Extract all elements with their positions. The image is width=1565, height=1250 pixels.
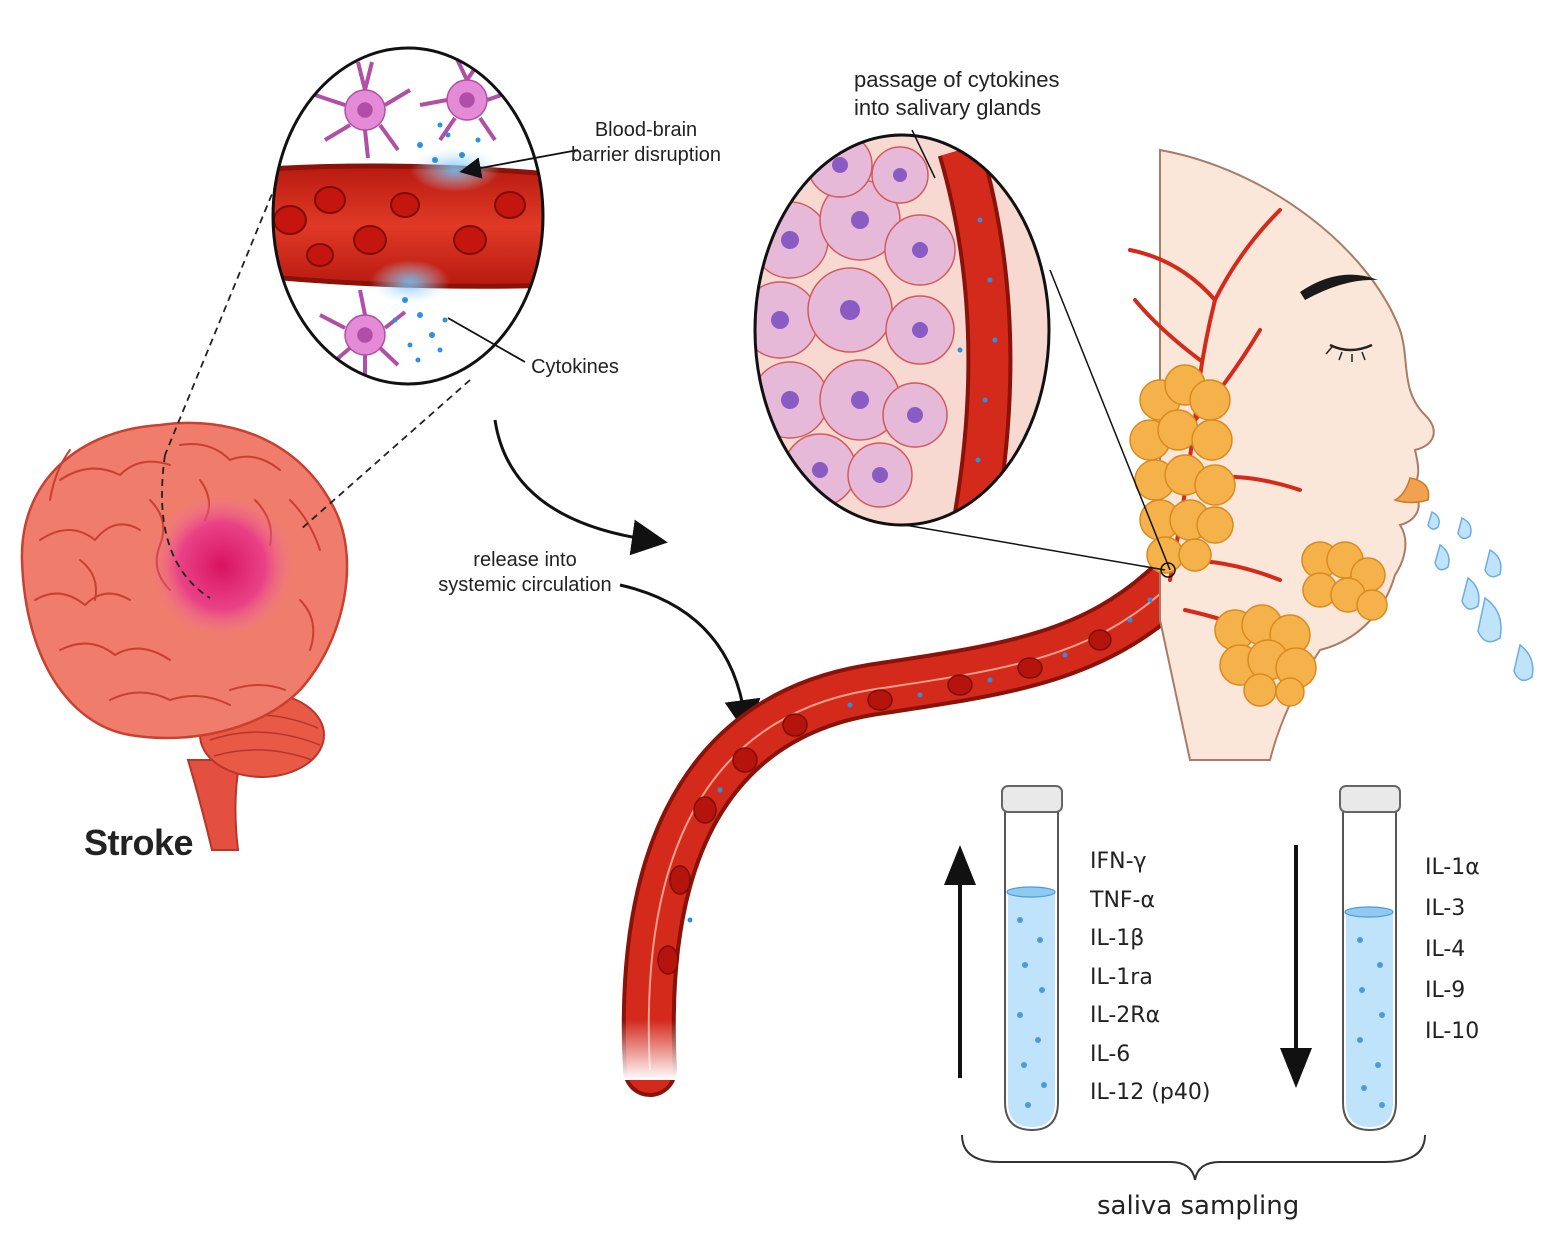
cytokine-up-item: IL-6: [1090, 1041, 1131, 1067]
brain-illustration: [20, 421, 349, 851]
cytokine-up-item: IL-1β: [1090, 926, 1145, 951]
bbb-label-line2: barrier disruption: [570, 144, 722, 166]
cytokines-label: Cytokines: [531, 356, 619, 378]
lips: [1393, 477, 1430, 504]
cytokine-up-item: IL-2Rα: [1090, 1003, 1161, 1028]
bbb-label-line1: Blood-brain: [594, 119, 698, 141]
face-illustration: [1128, 148, 1534, 761]
release-label-line1: release into: [473, 549, 577, 571]
passage-pointer: [911, 129, 936, 179]
stroke-title: Stroke: [84, 822, 194, 863]
cytokine-down-item: IL-1α: [1425, 855, 1480, 880]
flow-arrow-1: [493, 419, 668, 556]
arrow-down-icon: [1280, 845, 1312, 1088]
cytokine-down-item: IL-3: [1425, 896, 1466, 921]
closed-eye: [1329, 343, 1373, 352]
zoom-line-left: [164, 149, 291, 456]
passage-label-line2: into salivary glands: [854, 94, 1042, 120]
cytokines-pointer: [447, 317, 526, 363]
test-tube-decreased: [1339, 785, 1401, 1132]
bbb-label: Blood-brain barrier disruption: [556, 118, 736, 168]
release-label-line2: systemic circulation: [438, 574, 612, 596]
decreased-cytokine-list: IL-1α IL-3 IL-4 IL-9 IL-10: [1425, 847, 1480, 1052]
saliva-drops: [1427, 510, 1534, 682]
stroke-lesion: [150, 494, 294, 638]
microglia-cell: [319, 289, 407, 380]
systemic-vessel: [600, 558, 1197, 1097]
increased-cytokine-list: IFN-γ TNF-α IL-1β IL-1ra IL-2Rα IL-6 IL-…: [1090, 843, 1210, 1113]
zoom-line-right: [299, 379, 471, 531]
cytokine-up-item: IL-1ra: [1090, 964, 1153, 990]
test-tube-increased: [1001, 785, 1063, 1132]
cytokine-down-item: IL-4: [1425, 937, 1466, 962]
microglia-cell: [314, 61, 412, 159]
zoom-circle-border-2: [753, 133, 1051, 527]
passage-label: passage of cytokines into salivary gland…: [854, 66, 1059, 121]
arrow-up-icon: [944, 845, 976, 1078]
cytokine-up-item: TNF-α: [1090, 887, 1155, 913]
salivary-glands: [1129, 364, 1388, 707]
bbb-pointer: [459, 149, 579, 179]
saliva-sampling-label: saliva sampling: [1097, 1191, 1300, 1221]
red-blood-cells: [273, 186, 526, 267]
cytokine-up-item: IFN-γ: [1090, 849, 1147, 874]
zoom-outline-brain: [161, 454, 211, 599]
passage-label-line1: passage of cytokines: [854, 67, 1060, 92]
gland-zoom-callout: [753, 129, 1176, 578]
zoom-circle-border: [271, 46, 545, 386]
cytokine-down-item: IL-9: [1425, 978, 1466, 1003]
bbb-zoom-callout: [161, 46, 579, 599]
eyebrow: [1300, 274, 1378, 300]
brain-stem: [186, 759, 242, 851]
release-label: release into systemic circulation: [420, 548, 630, 598]
flow-arrow-2: [619, 583, 761, 736]
cytokine-down-item: IL-10: [1425, 1019, 1480, 1044]
cytokine-dots: [392, 122, 481, 363]
saliva-brace: [961, 1134, 1426, 1181]
cytokine-up-item: IL-12 (p40): [1090, 1080, 1211, 1105]
